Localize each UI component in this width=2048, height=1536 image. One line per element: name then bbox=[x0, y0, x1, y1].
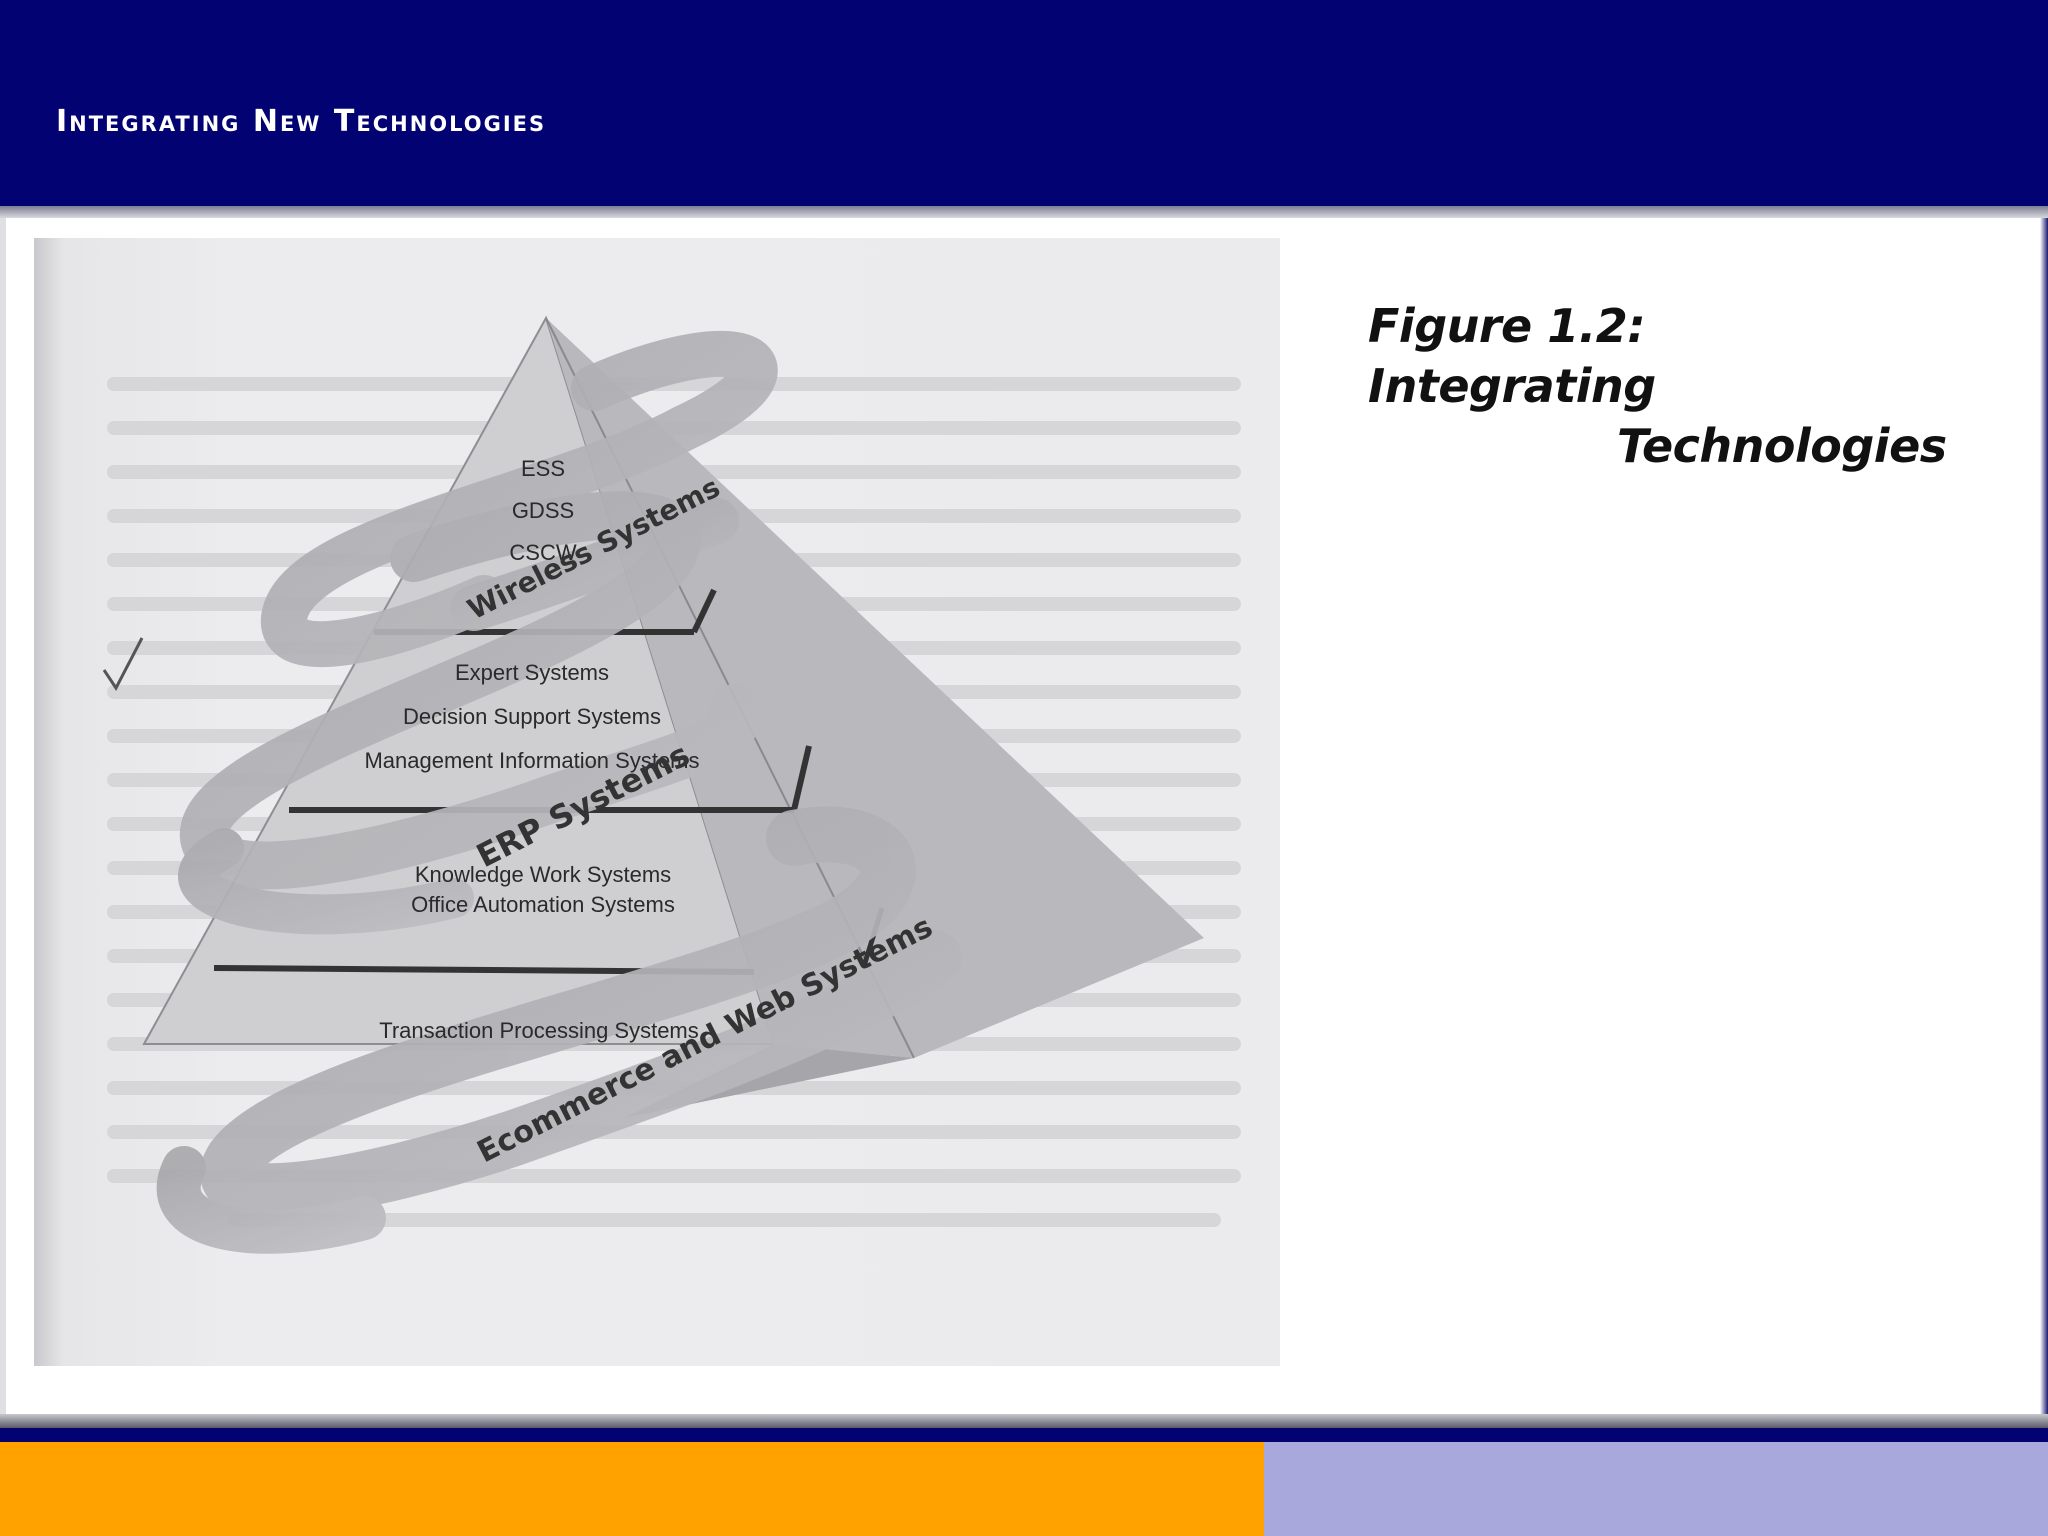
figure-caption-line1: Figure 1.2: Integrating bbox=[1368, 299, 1656, 413]
footer-lavender-band bbox=[1264, 1442, 2048, 1536]
ribbons bbox=[156, 330, 962, 1254]
footer-divider bbox=[0, 1414, 2048, 1428]
check-mark-icon bbox=[102, 637, 144, 691]
tier-label-ess: ESS bbox=[521, 456, 565, 481]
slide-title: Integrating New Technologies bbox=[56, 104, 547, 139]
footer-navy-band bbox=[0, 1428, 2048, 1442]
tier-label-cscw: CSCW bbox=[509, 540, 576, 565]
tier-label-management-information-systems: Management Information Systems bbox=[364, 748, 699, 773]
erp-ribbon bbox=[180, 491, 761, 890]
tier-label-transaction-processing-systems: Transaction Processing Systems bbox=[379, 1018, 699, 1043]
tier-label-decision-support-systems: Decision Support Systems bbox=[403, 704, 661, 729]
tier-label-expert-systems: Expert Systems bbox=[455, 660, 609, 685]
slide-header: Integrating New Technologies bbox=[0, 0, 2048, 206]
wireless-ribbon bbox=[261, 330, 778, 668]
ecommerce-ribbon bbox=[200, 806, 962, 1220]
tier-labels: ESS GDSS CSCW Expert Systems Decision Su… bbox=[364, 456, 699, 1043]
tier-label-office-automation-systems: Office Automation Systems bbox=[411, 892, 675, 917]
header-divider bbox=[0, 206, 2048, 218]
tier-label-knowledge-work-systems: Knowledge Work Systems bbox=[415, 862, 671, 887]
left-edge-rule bbox=[0, 218, 6, 1414]
figure-caption-line2: Technologies bbox=[1617, 419, 1947, 473]
right-edge-rule bbox=[2040, 218, 2048, 1414]
figure-caption: Figure 1.2: Integrating Technologies bbox=[1368, 296, 1947, 476]
pyramid-diagram: ESS GDSS CSCW Expert Systems Decision Su… bbox=[102, 315, 1241, 1254]
footer-orange-band bbox=[0, 1442, 1264, 1536]
scanned-figure-image: ESS GDSS CSCW Expert Systems Decision Su… bbox=[34, 238, 1280, 1366]
tier-label-gdss: GDSS bbox=[512, 498, 574, 523]
